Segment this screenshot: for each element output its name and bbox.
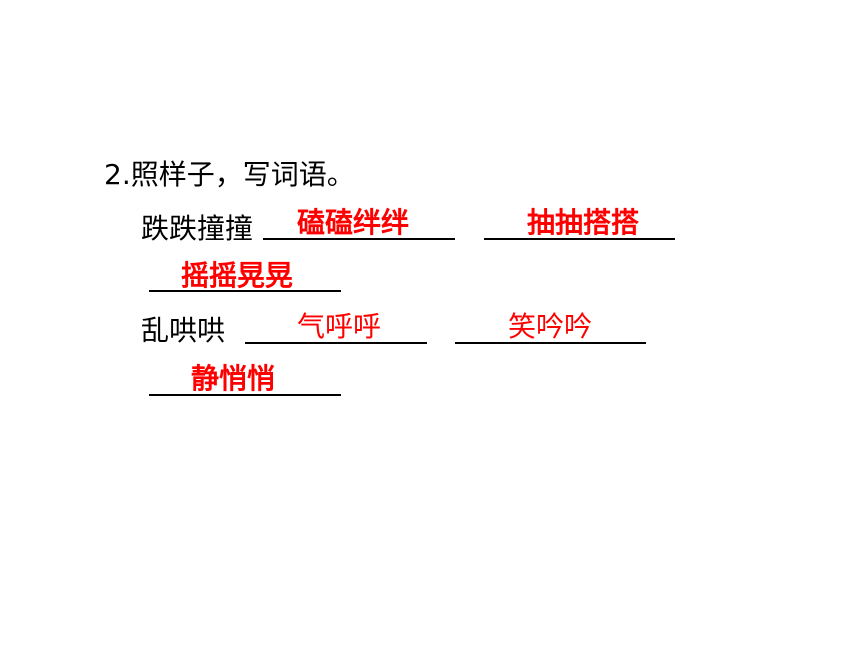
blank-line-1 <box>263 238 455 240</box>
blank-line-5 <box>455 342 646 344</box>
answer-5: 笑吟吟 <box>508 310 593 343</box>
blank-line-4 <box>245 342 427 344</box>
answer-1: 磕磕绊绊 <box>297 206 410 239</box>
example-word-1: 跌跌撞撞 <box>141 212 254 245</box>
question-title: 2.照样子，写词语。 <box>104 158 355 191</box>
answer-6: 静悄悄 <box>191 362 276 395</box>
answer-2: 抽抽搭搭 <box>527 206 640 239</box>
blank-line-3 <box>149 290 341 292</box>
blank-line-2 <box>484 238 675 240</box>
answer-4: 气呼呼 <box>297 310 382 343</box>
example-word-2: 乱哄哄 <box>141 314 226 347</box>
answer-3: 摇摇晃晃 <box>181 259 294 292</box>
blank-line-6 <box>149 394 341 396</box>
